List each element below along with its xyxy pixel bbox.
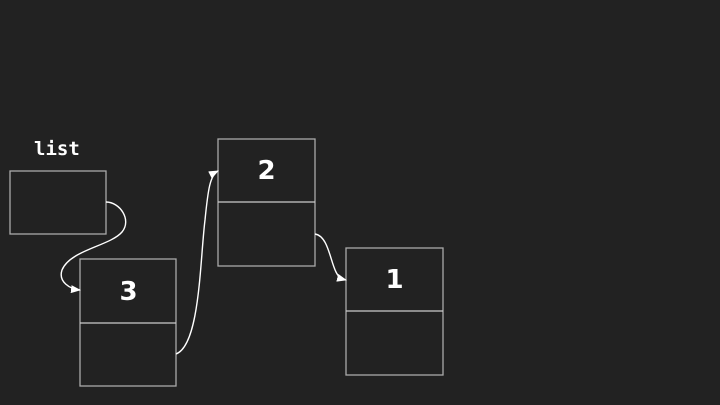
node-3 (79, 258, 177, 387)
node-3-value: 3 (119, 277, 138, 307)
node-2 (217, 138, 316, 267)
arrow-list-to-node-3 (60, 201, 127, 294)
arrow-node-3-to-node-2 (175, 170, 219, 355)
node-2-value: 2 (257, 156, 276, 186)
node-1 (345, 247, 444, 376)
node-1-value: 1 (385, 265, 404, 295)
list-label: list (34, 138, 80, 160)
arrow-node-2-to-node-1 (314, 233, 347, 282)
list-pointer-box (9, 170, 107, 235)
